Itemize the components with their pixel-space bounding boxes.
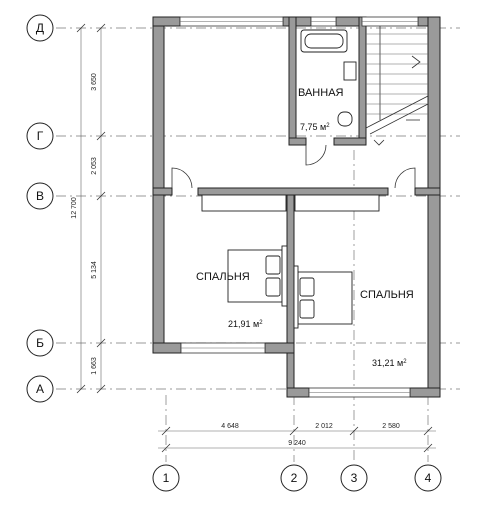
wall-right — [427, 16, 441, 398]
wall-top-mid — [282, 16, 312, 27]
walls — [152, 16, 441, 398]
toilet — [337, 111, 353, 127]
axis-bubble-2 — [280, 464, 308, 492]
axis-bubble-g — [26, 122, 54, 150]
wall-bottom-left-b — [264, 342, 295, 354]
axis-bubble-3 — [340, 464, 368, 492]
washbasin — [343, 61, 357, 81]
axis-bubble-b — [26, 329, 54, 357]
axis-bubble-d — [26, 14, 54, 42]
dim-bottom-3: 2 580 — [382, 423, 400, 430]
stair-arrow-icon — [411, 55, 421, 69]
wall-bottom-left-a — [152, 342, 182, 354]
wall-bath-right — [358, 16, 367, 146]
windows — [179, 16, 419, 398]
bedroom-right-area: 31,21 м2 — [372, 358, 407, 368]
wardrobe-right — [294, 194, 380, 212]
wall-bottom-right-a — [286, 387, 310, 398]
axis-bubble-4 — [414, 464, 442, 492]
wall-bath-bottom-left — [288, 137, 307, 146]
axis-label-a: А — [36, 382, 44, 396]
wall-bath-bottom-right — [333, 137, 367, 146]
wardrobe-left — [201, 194, 287, 212]
door-bathroom — [305, 144, 327, 166]
vertical-axis-lines — [165, 150, 429, 462]
wall-partition — [286, 194, 295, 398]
bed-right — [293, 265, 353, 329]
axis-label-2: 2 — [291, 471, 298, 485]
axis-label-4: 4 — [425, 471, 432, 485]
dim-bottom-total: 9 240 — [288, 440, 306, 447]
wall-bath-left — [288, 16, 297, 146]
staircase — [365, 26, 429, 146]
wall-bottom-right-b — [409, 387, 441, 398]
dim-bottom-2: 2 012 — [315, 423, 333, 430]
wall-corr-left — [152, 187, 173, 196]
bedroom-right-label: СПАЛЬНЯ — [360, 289, 414, 301]
axis-label-g: Г — [37, 129, 44, 143]
doors — [171, 144, 416, 189]
dim-bottom-1: 4 648 — [221, 423, 239, 430]
bathroom-label: ВАННАЯ — [298, 87, 344, 99]
door-right-bedroom — [394, 167, 416, 189]
axis-bubble-1 — [152, 464, 180, 492]
dim-left-1: 3 650 — [91, 73, 98, 91]
dim-left-4: 1 663 — [91, 357, 98, 375]
dim-left-total: 12 700 — [71, 197, 78, 219]
bedroom-left-area: 21,91 м2 — [228, 319, 263, 329]
bedroom-left-label: СПАЛЬНЯ — [196, 271, 250, 283]
nightstand-left — [281, 245, 288, 307]
axis-bubbles-bottom: 1 2 3 4 — [152, 464, 442, 492]
bed-left — [227, 245, 288, 307]
axis-bubbles-left: Д Г В Б А — [26, 14, 54, 403]
axis-bubble-a — [26, 375, 54, 403]
bottom-dimensions: 4 648 2 012 2 580 9 240 — [158, 423, 436, 453]
bathroom-fixtures — [300, 29, 357, 127]
wall-top-mid2 — [335, 16, 363, 27]
left-dimensions: 3 650 2 053 5 134 1 663 12 700 — [71, 23, 106, 394]
door-left-bedroom — [171, 167, 193, 189]
dim-left-3: 5 134 — [91, 261, 98, 279]
axis-label-b: Б — [36, 336, 44, 350]
axis-label-d: Д — [36, 21, 44, 35]
wall-left — [152, 16, 165, 354]
wall-corr-mid — [197, 187, 389, 196]
axis-label-3: 3 — [351, 471, 358, 485]
axis-label-1: 1 — [163, 471, 170, 485]
stair-chevron-icon — [373, 139, 385, 146]
wall-corr-right — [414, 187, 441, 196]
axis-label-v: В — [36, 189, 44, 203]
nightstand-right — [293, 265, 299, 329]
wall-top-left — [152, 16, 181, 27]
bathroom-area: 7,75 м2 — [300, 122, 330, 132]
axis-bubble-v — [26, 182, 54, 210]
dim-left-2: 2 053 — [91, 157, 98, 175]
